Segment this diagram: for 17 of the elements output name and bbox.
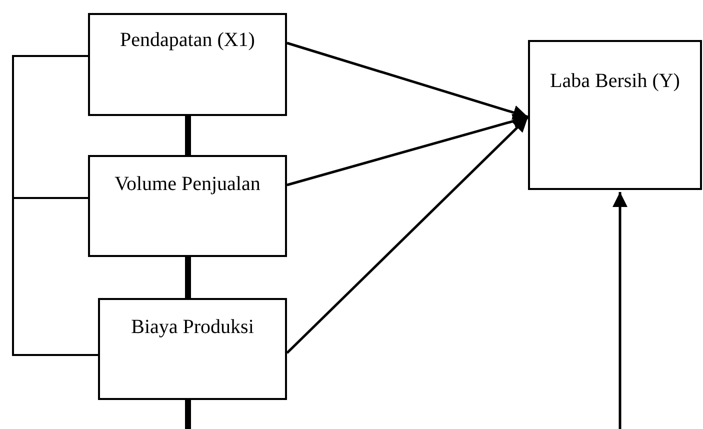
connector-line bbox=[185, 400, 191, 429]
arrow bbox=[612, 192, 628, 429]
node-label: Biaya Produksi bbox=[130, 315, 255, 340]
node-label: Pendapatan (X1) bbox=[119, 28, 256, 53]
connector-line bbox=[185, 116, 191, 155]
arrow bbox=[286, 116, 529, 354]
connector-line bbox=[12, 55, 88, 199]
process-box bbox=[98, 298, 287, 400]
process-box bbox=[528, 40, 702, 190]
process-box bbox=[88, 155, 287, 257]
node-label: Volume Penjualan bbox=[114, 172, 262, 197]
arrow bbox=[286, 42, 528, 120]
connector-line bbox=[12, 197, 98, 356]
process-box bbox=[88, 13, 287, 116]
arrow bbox=[286, 114, 528, 186]
connector-line bbox=[185, 257, 191, 298]
node-label: Laba Bersih (Y) bbox=[549, 69, 681, 94]
